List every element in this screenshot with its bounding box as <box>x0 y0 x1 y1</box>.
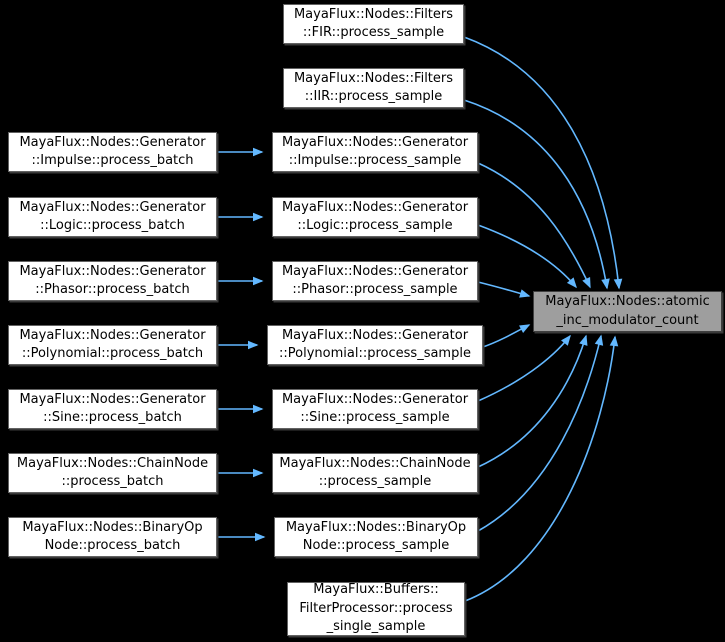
node-label-line: MayaFlux::Nodes::Generator <box>281 327 469 343</box>
node-label-line: MayaFlux::Nodes::Filters <box>293 70 454 86</box>
node-filterprocessor-process-single-sample[interactable]: MayaFlux::Buffers:: FilterProcessor::pro… <box>287 582 465 636</box>
node-label-line: ::Impulse::process_batch <box>31 153 194 168</box>
node-label-line: ::process_batch <box>61 474 164 489</box>
edge-phasor-sample-to-target <box>477 281 531 298</box>
node-label-line: MayaFlux::Nodes::atomic <box>545 294 710 309</box>
edge-polynomial-sample-to-target <box>482 324 531 348</box>
node-label-line: _single_sample <box>326 619 426 635</box>
edge-logic-sample-to-target <box>477 224 577 289</box>
edge-chainnode-sample-to-target <box>477 334 588 468</box>
node-phasor-process-sample[interactable]: MayaFlux::Nodes::Generator ::Phasor::pro… <box>272 261 478 301</box>
node-label-line: MayaFlux::Nodes::Generator <box>281 134 469 150</box>
edge-iir-to-target <box>463 99 610 290</box>
node-label-line: Node::process_sample <box>302 538 450 553</box>
node-sine-process-batch[interactable]: MayaFlux::Nodes::Generator ::Sine::proce… <box>8 389 217 429</box>
node-binaryop-process-sample[interactable]: MayaFlux::Nodes::BinaryOp Node::process_… <box>274 517 478 557</box>
node-label-line: MayaFlux::Nodes::Generator <box>281 391 469 407</box>
node-label-line: MayaFlux::Nodes::Generator <box>281 199 469 215</box>
edge-binaryop-sample-to-target <box>477 334 604 532</box>
node-label-line: ::Logic::process_sample <box>297 218 453 233</box>
node-label-line: MayaFlux::Nodes::Generator <box>281 263 469 279</box>
node-label-line: ::Polynomial::process_sample <box>279 346 471 361</box>
edge-sine-sample-to-target <box>477 334 571 402</box>
node-label-line: MayaFlux::Nodes::ChainNode <box>279 455 471 471</box>
node-label-line: ::Impulse::process_sample <box>288 153 462 168</box>
node-label-line: _inc_modulator_count <box>556 312 699 328</box>
node-iir-process-sample[interactable]: MayaFlux::Nodes::Filters ::IIR::process_… <box>283 68 464 108</box>
node-label-line: ::Phasor::process_batch <box>35 282 190 297</box>
node-label-line: ::Phasor::process_sample <box>292 282 458 297</box>
node-sine-process-sample[interactable]: MayaFlux::Nodes::Generator ::Sine::proce… <box>272 389 478 429</box>
node-logic-process-batch[interactable]: MayaFlux::Nodes::Generator ::Logic::proc… <box>8 197 217 237</box>
edge-fir-to-target <box>463 36 623 290</box>
node-label-line: Node::process_batch <box>44 538 181 553</box>
edge-filterprocessor-to-target <box>464 335 619 602</box>
node-fir-process-sample[interactable]: MayaFlux::Nodes::Filters ::FIR::process_… <box>283 4 464 44</box>
node-label-line: FilterProcessor::process <box>299 600 453 616</box>
node-phasor-process-batch[interactable]: MayaFlux::Nodes::Generator ::Phasor::pro… <box>8 261 217 301</box>
node-logic-process-sample[interactable]: MayaFlux::Nodes::Generator ::Logic::proc… <box>272 197 478 237</box>
node-label-line: MayaFlux::Buffers:: <box>313 582 439 598</box>
node-label-line: MayaFlux::Nodes::Filters <box>293 6 454 22</box>
node-impulse-process-batch[interactable]: MayaFlux::Nodes::Generator ::Impulse::pr… <box>8 132 217 172</box>
node-label-line: ::Logic::process_batch <box>40 218 185 233</box>
edge-impulse-sample-to-target <box>477 162 591 289</box>
node-label-line: MayaFlux::Nodes::Generator <box>19 263 206 279</box>
node-label-line: MayaFlux::Nodes::Generator <box>19 391 206 407</box>
node-binaryop-process-batch[interactable]: MayaFlux::Nodes::BinaryOp Node::process_… <box>8 517 217 557</box>
node-label-line: ::IIR::process_sample <box>304 89 443 104</box>
node-atomic-inc-modulator-count[interactable]: MayaFlux::Nodes::atomic _inc_modulator_c… <box>533 291 722 332</box>
node-label-line: ::Sine::process_batch <box>43 410 182 425</box>
node-label-line: ::Polynomial::process_batch <box>21 346 204 361</box>
node-impulse-process-sample[interactable]: MayaFlux::Nodes::Generator ::Impulse::pr… <box>272 132 478 172</box>
node-label-line: MayaFlux::Nodes::BinaryOp <box>22 519 203 535</box>
node-label-line: MayaFlux::Nodes::Generator <box>19 134 206 150</box>
node-label-line: MayaFlux::Nodes::Generator <box>19 199 206 215</box>
node-label-line: ::process_sample <box>318 474 432 489</box>
node-label-line: MayaFlux::Nodes::BinaryOp <box>285 519 467 535</box>
node-label-line: MayaFlux::Nodes::Generator <box>19 327 206 343</box>
node-label-line: ::Sine::process_sample <box>300 410 450 425</box>
node-label-line: MayaFlux::Nodes::ChainNode <box>16 455 209 471</box>
node-chainnode-process-batch[interactable]: MayaFlux::Nodes::ChainNode ::process_bat… <box>8 453 217 493</box>
node-polynomial-process-sample[interactable]: MayaFlux::Nodes::Generator ::Polynomial:… <box>267 325 483 365</box>
node-label-line: ::FIR::process_sample <box>302 25 445 40</box>
node-chainnode-process-sample[interactable]: MayaFlux::Nodes::ChainNode ::process_sam… <box>272 453 478 493</box>
node-polynomial-process-batch[interactable]: MayaFlux::Nodes::Generator ::Polynomial:… <box>8 325 217 365</box>
